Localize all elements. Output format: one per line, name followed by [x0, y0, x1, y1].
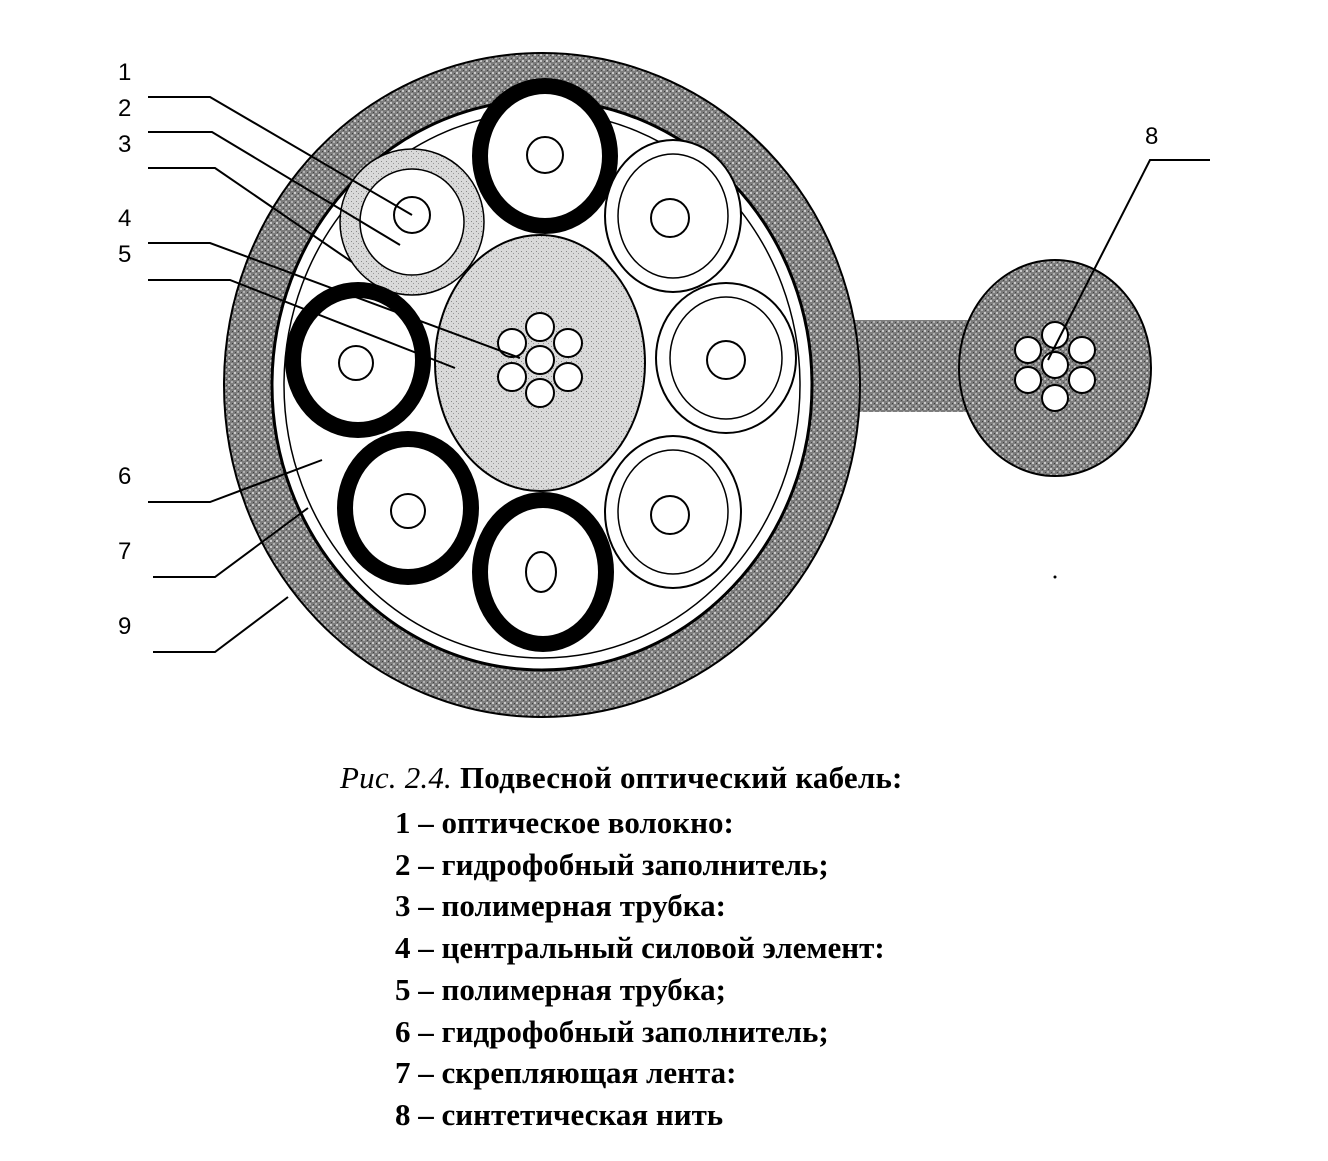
- legend-dash: –: [418, 805, 434, 840]
- legend-dash: –: [418, 930, 434, 966]
- legend-number: 8: [395, 1096, 411, 1132]
- messenger-neck: [845, 320, 975, 412]
- caption-title: Рис. 2.4. Подвесной оптический кабель:: [340, 760, 1100, 796]
- callout-label-8: 8: [1145, 123, 1158, 150]
- callout-label-9: 9: [118, 613, 131, 640]
- legend-number: 3: [395, 888, 411, 924]
- callout-label-7: 7: [118, 538, 131, 565]
- legend-text: оптическое волокно:: [441, 805, 734, 840]
- figure-reference: Рис. 2.4.: [340, 760, 452, 795]
- legend-number: 1: [395, 805, 411, 840]
- scan-speck: [1053, 575, 1057, 579]
- legend-number: 2: [395, 846, 411, 882]
- legend-text: скрепляющая лента:: [441, 1055, 737, 1091]
- legend-dash: –: [418, 888, 434, 924]
- legend-dash: –: [418, 1055, 434, 1091]
- legend-number: 5: [395, 971, 411, 1007]
- leader-lines: [148, 96, 1210, 653]
- leader-8: [1047, 159, 1210, 361]
- leader-2: [148, 131, 401, 246]
- leader-7: [153, 507, 309, 578]
- legend-text: центральный силовой элемент:: [441, 930, 885, 966]
- tube-thin-right: [655, 282, 797, 434]
- legend-text: гидрофобный заполнитель;: [441, 846, 829, 882]
- callout-label-6: 6: [118, 463, 131, 490]
- legend-item: 8 – синтетическая нить: [395, 1094, 1100, 1136]
- legend-item: 2 – гидрофобный заполнитель;: [395, 844, 1100, 886]
- leader-6: [148, 459, 323, 503]
- caption-title-text: Подвесной оптический кабель:: [459, 760, 903, 795]
- legend-number: 6: [395, 1013, 411, 1049]
- leader-3: [148, 167, 353, 263]
- legend-number: 7: [395, 1055, 411, 1091]
- tube-thin-lower-right: [604, 435, 742, 589]
- leader-4: [148, 242, 521, 359]
- legend-dash: –: [418, 846, 434, 882]
- messenger-strands: [1014, 321, 1096, 412]
- tube-thick-bottom: [472, 492, 614, 652]
- legend-dash: –: [418, 1013, 434, 1049]
- legend-item: 4 – центральный силовой элемент:: [395, 927, 1100, 969]
- callout-label-2: 2: [118, 95, 131, 122]
- callout-label-1: 1: [118, 59, 131, 86]
- figure-caption: Рис. 2.4. Подвесной оптический кабель: 1…: [340, 760, 1100, 1136]
- legend-dash: –: [418, 1096, 434, 1132]
- tube-thick-lower-left: [337, 431, 479, 585]
- legend-item: 7 – скрепляющая лента:: [395, 1052, 1100, 1094]
- leader-1: [148, 96, 413, 216]
- legend-item: 6 – гидрофобный заполнитель;: [395, 1011, 1100, 1053]
- legend-text: синтетическая нить: [441, 1096, 724, 1132]
- central-strands: [497, 312, 583, 408]
- legend-item: 5 – полимерная трубка;: [395, 969, 1100, 1011]
- legend-item: 3 – полимерная трубка:: [395, 885, 1100, 927]
- leader-5: [148, 279, 456, 369]
- legend-text: полимерная трубка:: [441, 888, 726, 924]
- legend-dash: –: [418, 971, 434, 1007]
- cable-cross-section-diagram: 1 2 3 4 5 6 7 8 9: [118, 52, 1210, 718]
- legend-list: 1 – оптическое волокно: 2 – гидрофобный …: [340, 802, 1100, 1136]
- tube-thick-top: [472, 78, 618, 234]
- leader-9: [153, 596, 289, 653]
- legend-text: полимерная трубка;: [441, 971, 726, 1007]
- legend-item: 1 – оптическое волокно:: [395, 802, 1100, 844]
- callout-label-4: 4: [118, 205, 131, 232]
- callout-label-3: 3: [118, 131, 131, 158]
- legend-text: гидрофобный заполнитель;: [441, 1013, 829, 1049]
- callout-label-5: 5: [118, 241, 131, 268]
- tube-thin-upper-right: [604, 139, 742, 293]
- tube-thick-left: [285, 282, 431, 438]
- legend-number: 4: [395, 930, 411, 966]
